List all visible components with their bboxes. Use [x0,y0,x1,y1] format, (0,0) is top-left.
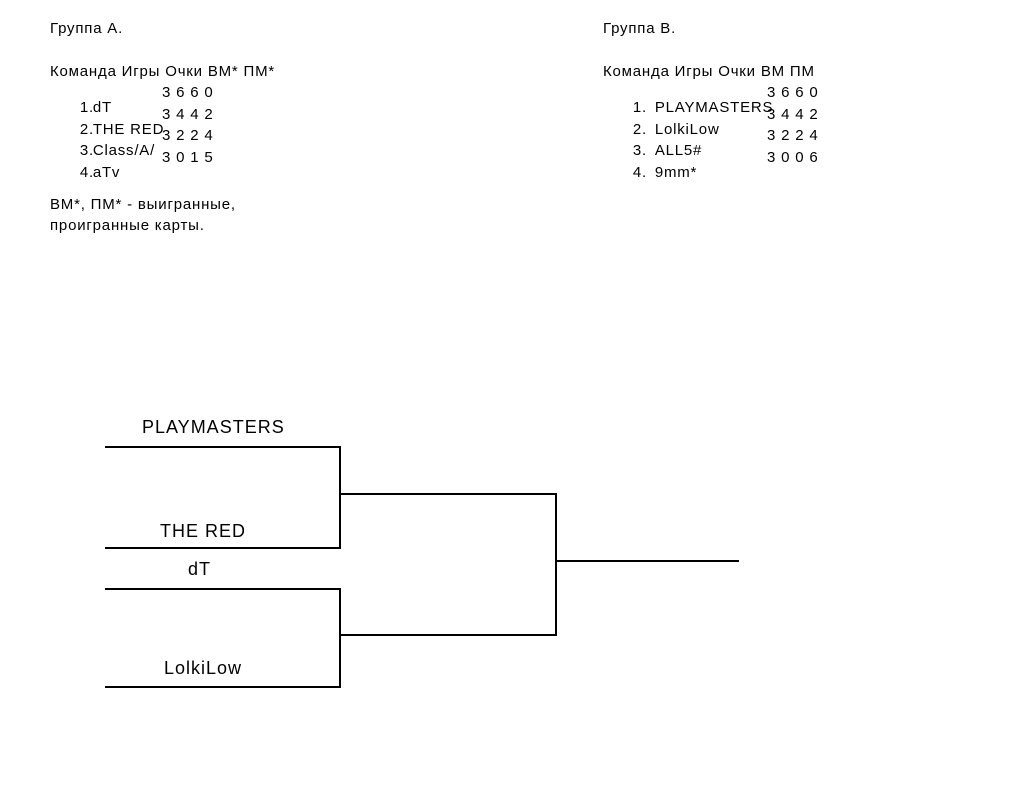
row-rank: 2. [632,121,647,138]
table-row: 2.THE RED 3 4 4 2 [50,107,350,167]
group-a-title: Группа А. [50,20,124,37]
row-rank: 4. [632,164,647,181]
sf1-connector-line [339,446,341,549]
row-rank: 3. [79,142,94,159]
team-name: LolkiLow [654,121,720,138]
team-name: 9mm* [654,164,698,181]
team-name: ALL5# [654,142,703,159]
table-row: 3. ALL5# 3 2 2 4 [603,128,903,188]
table-row: 1. PLAYMASTERS 3 6 6 0 [603,85,903,145]
row-stats: 3 2 2 4 [767,127,819,144]
row-stats: 3 2 2 4 [162,127,214,144]
team-name: PLAYMASTERS [654,99,774,116]
footnote-line: проигранные карты. [50,217,205,234]
group-b-title: Группа В. [603,20,677,37]
row-rank: 3. [632,142,647,159]
table-row: 1.dT 3 6 6 0 [50,85,350,145]
row-stats: 3 4 4 2 [767,106,819,123]
row-stats: 3 6 6 0 [162,84,214,101]
sf1-top-line [105,446,341,448]
team-name: THE RED [92,121,165,138]
group-b-table-header: Команда Игры Очки ВМ ПМ [603,63,815,80]
sf1-winner-line [341,493,557,495]
team-name: aTv [92,164,121,181]
row-stats: 3 0 1 5 [162,149,214,166]
table-row: 3.Class/A/ 3 2 2 4 [50,128,350,188]
footnote-line: ВМ*, ПМ* - выигранные, [50,196,236,213]
bracket-sf1-bottom-team: THE RED [160,521,247,541]
table-row: 4. 9mm* 3 0 0 6 [603,150,903,210]
table-row: 2. LolkiLow 3 4 4 2 [603,107,903,167]
sf1-bottom-line [105,547,341,549]
team-name: dT [92,99,112,116]
row-rank: 4. [79,164,94,181]
champion-line [557,560,739,562]
row-stats: 3 6 6 0 [767,84,819,101]
sf2-connector-line [339,588,341,688]
final-connector-line [555,493,557,636]
row-rank: 2. [79,121,94,138]
bracket-sf2-top-team: dT [188,559,212,579]
row-rank: 1. [79,99,94,116]
row-rank: 1. [632,99,647,116]
row-stats: 3 0 0 6 [767,149,819,166]
table-row: 4.aTv 3 0 1 5 [50,150,350,210]
bracket-sf2-bottom-team: LolkiLow [164,658,243,678]
team-name: Class/A/ [92,142,156,159]
sf2-bottom-line [105,686,341,688]
sf2-winner-line [341,634,557,636]
group-a-table-header: Команда Игры Очки ВМ* ПМ* [50,63,276,80]
row-stats: 3 4 4 2 [162,106,214,123]
sf2-top-line [105,588,341,590]
bracket-sf1-top-team: PLAYMASTERS [142,417,285,437]
